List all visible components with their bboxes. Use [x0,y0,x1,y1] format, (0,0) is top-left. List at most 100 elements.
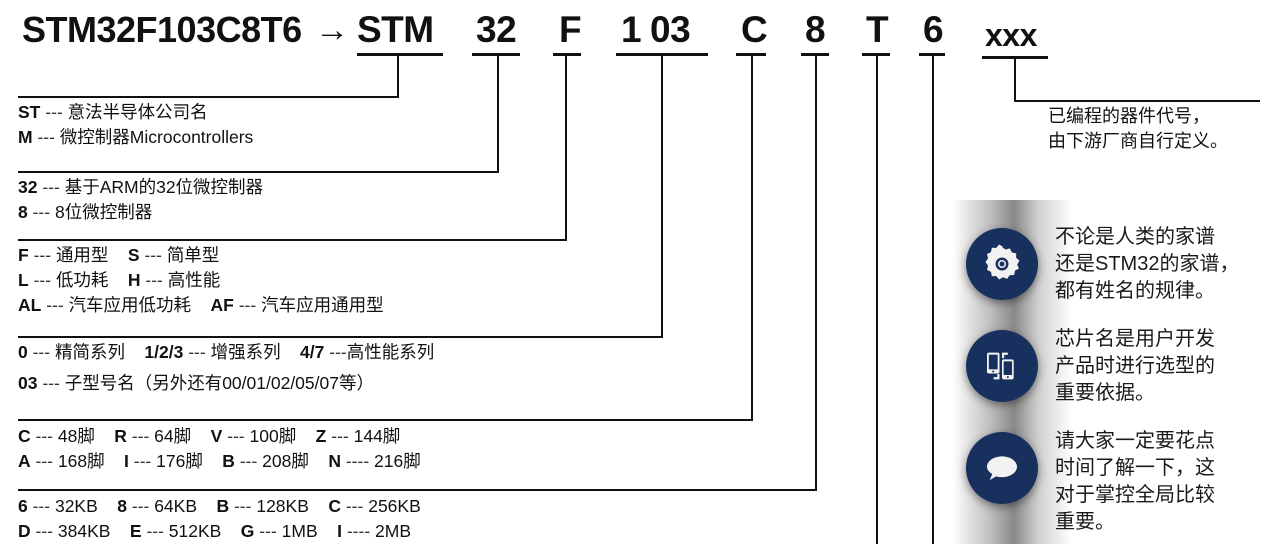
segment-c: C [741,9,768,50]
dash: --- [42,373,60,393]
underline-f [553,53,581,56]
dash2: --- [188,342,206,362]
block-family-line-2: AL --- 汽车应用低功耗 AF --- 汽车应用通用型 [18,293,384,318]
desc: 意法半导体公司名 [67,102,208,122]
arrow-icon: → [315,11,349,49]
dash3: --- [233,496,252,516]
dash: --- [37,127,55,147]
code2: AF [210,295,234,315]
block-series-line-1: 03 --- 子型号名（另外还有00/01/02/05/07等） [18,371,434,396]
block-vendor-line-0: ST --- 意法半导体公司名 [18,100,253,125]
code4: C [328,496,341,516]
code2: R [114,426,127,446]
dash3: --- [259,521,277,541]
code3: V [210,426,223,446]
block-series: 0 --- 精简系列 1/2/3 --- 增强系列 4/7 ---高性能系列 0… [18,340,434,396]
desc2: 176脚 [156,451,203,471]
underline-t [862,53,890,56]
dash: --- [46,295,64,315]
underline-1-03 [616,53,708,56]
desc: 精简系列 [54,342,125,362]
code3: G [240,521,255,541]
code: 03 [18,373,38,393]
desc2: 512KB [168,521,222,541]
block-family-line-1: L --- 低功耗 H --- 高性能 [18,268,384,293]
connector-xxx [1013,56,1260,103]
desc: 基于ARM的32位微控制器 [64,177,264,197]
code4: Z [315,426,327,446]
desc2: 高性能 [167,270,221,290]
tip-text-2: 芯片名是用户开发 产品时进行选型的 重要依据。 [1055,328,1215,404]
code: L [18,270,29,290]
tip-text-1: 不论是人类的家谱 还是STM32的家谱， 都有姓名的规律。 [1055,226,1240,302]
dash: --- [35,426,53,446]
desc2: 增强系列 [210,342,281,362]
code: 6 [18,496,28,516]
block-pins-line-1: A --- 168脚 I --- 176脚 B --- 208脚 N ---- … [18,449,421,474]
desc2: 简单型 [166,245,220,265]
dash: --- [32,342,51,362]
desc: 汽车应用低功耗 [68,295,192,315]
dash: --- [33,270,52,290]
dash: --- [35,521,53,541]
code2: 8 [117,496,127,516]
code2: 1/2/3 [144,342,184,362]
desc4: 2MB [375,521,412,541]
code: 0 [18,342,28,362]
segment-32: 32 [476,9,517,50]
tips-panel: 不论是人类的家谱 还是STM32的家谱， 都有姓名的规律。 芯片名是用户开发 产… [952,200,1280,544]
block-pins: C --- 48脚 R --- 64脚 V --- 100脚 Z --- 144… [18,424,421,474]
underline-8 [801,53,829,56]
code: F [18,245,29,265]
block-vendor: ST --- 意法半导体公司名 M --- 微控制器Microcontrolle… [18,100,253,150]
dash4: --- [345,496,364,516]
dash2: --- [146,521,164,541]
desc2: 64KB [154,496,198,516]
underline-6 [919,53,945,56]
dash3: --- [239,451,258,471]
dash2: --- [131,426,150,446]
programmed-code-note: 已编程的器件代号， 由下游厂商自行定义。 [1048,106,1228,151]
desc: 微控制器Microcontrollers [59,127,254,147]
dash3: --- [329,342,347,362]
dash2: --- [133,451,152,471]
code: C [18,426,31,446]
code: A [18,451,31,471]
segment-03: 03 [650,9,691,50]
dash3: --- [227,426,245,446]
block-vendor-line-1: M --- 微控制器Microcontrollers [18,125,253,150]
block-flash-line-1: D --- 384KB E --- 512KB G --- 1MB I ----… [18,519,421,544]
desc3: 100脚 [249,426,297,446]
segment-t: T [866,9,889,50]
dash4: ---- [346,521,371,541]
dash2: --- [238,295,257,315]
block-family-line-0: F --- 通用型 S --- 简单型 [18,243,384,268]
code: AL [18,295,42,315]
segment-stm: STM [357,9,434,50]
code: D [18,521,31,541]
block-bits: 32 --- 基于ARM的32位微控制器 8 --- 8位微控制器 [18,175,263,225]
dash: --- [35,451,53,471]
segment-1: 1 [621,9,642,50]
code: 32 [18,177,38,197]
desc: 32KB [54,496,98,516]
mobile-devices-icon [966,330,1038,402]
desc: 8位微控制器 [54,202,153,222]
segment-8: 8 [805,9,826,50]
desc3: 208脚 [262,451,309,471]
underline-stm [357,53,443,56]
segment-f: F [559,9,582,50]
block-flash: 6 --- 32KB 8 --- 64KB B --- 128KB C --- … [18,494,421,544]
dash: --- [42,177,60,197]
dash: --- [33,245,52,265]
underline-c [736,53,766,56]
desc4: 144脚 [353,426,401,446]
dash2: --- [144,245,162,265]
code4: N [328,451,341,471]
dash2: --- [145,270,163,290]
code3: B [216,496,230,516]
dash4: ---- [345,451,370,471]
segment-6: 6 [923,9,944,50]
dash4: --- [331,426,349,446]
dash: --- [32,202,51,222]
